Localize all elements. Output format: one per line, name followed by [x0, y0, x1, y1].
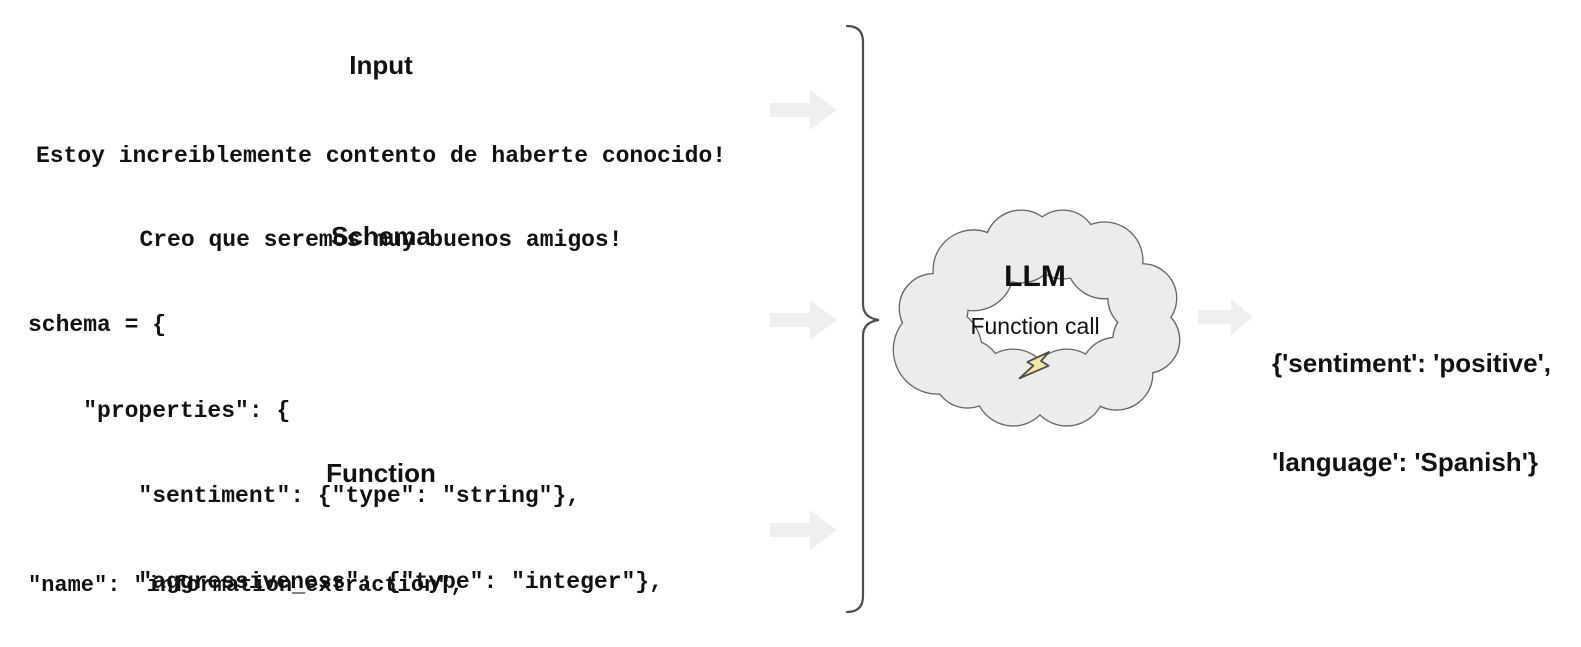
schema-arrow-icon [770, 300, 837, 340]
schema-section-title: Schema [331, 221, 431, 251]
input-arrow-icon [770, 90, 837, 130]
function-code: "name": "information_extraction", "descr… [28, 491, 767, 647]
input-line-1: Estoy increiblemente contento de haberte… [35, 143, 727, 169]
schema-code-line: schema = { [28, 312, 167, 338]
output-line-1: {'sentiment': 'positive', [1272, 348, 1552, 378]
llm-label: LLM [1004, 260, 1066, 293]
schema-code-line: "sentiment": {"type": "string"}, [28, 483, 581, 509]
curly-brace-icon [845, 24, 880, 614]
input-section-title: Input [349, 50, 413, 80]
function-section-title: Function [326, 458, 436, 488]
schema-code-line: "aggressiveness": {"type": "integer"}, [28, 568, 663, 595]
function-arrow-icon [770, 510, 837, 550]
function-code-line: "name": "information_extraction", [28, 573, 464, 598]
llm-function-call-label: Function call [970, 313, 1100, 339]
input-line-2: Creo que seremos muy buenos amigos! [139, 227, 623, 253]
schema-code-line: "properties": { [28, 397, 291, 424]
output-arrow-icon [1198, 299, 1253, 335]
lightning-icon [1018, 350, 1050, 380]
input-text: Estoy increiblemente contento de haberte… [25, 86, 737, 310]
output-result: {'sentiment': 'positive', 'language': 'S… [1272, 281, 1551, 545]
schema-code: schema = { "properties": { "sentiment": … [28, 254, 663, 647]
output-line-2: 'language': 'Spanish'} [1272, 447, 1538, 477]
